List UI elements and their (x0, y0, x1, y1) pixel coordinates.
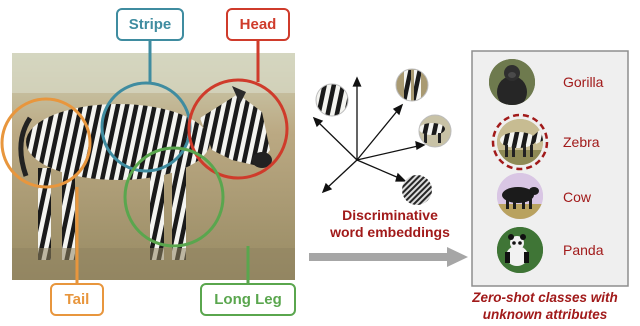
long-leg-label: Long Leg (200, 283, 296, 316)
head-label: Head (226, 8, 290, 41)
flow-arrow (309, 247, 468, 267)
zero-shot-caption: Zero-shot classes with unknown attribute… (450, 289, 640, 323)
embedding-stripe-thumbnail (316, 84, 348, 116)
cow-thumbnail (497, 173, 543, 219)
embedding-leg-thumbnail (396, 69, 428, 102)
zebra-photo (12, 53, 295, 280)
class-label-panda: Panda (563, 242, 603, 258)
tail-label: Tail (50, 283, 104, 316)
class-label-cow: Cow (563, 189, 591, 205)
zero-shot-caption-line1: Zero-shot classes with (450, 289, 640, 306)
embedding-caption: Discriminative word embeddings (320, 207, 460, 241)
embedding-caption-line2: word embeddings (320, 224, 460, 241)
panda-thumbnail (497, 227, 543, 273)
class-label-gorilla: Gorilla (563, 74, 603, 90)
embedding-caption-line1: Discriminative (320, 207, 460, 224)
zero-shot-caption-line2: unknown attributes (450, 306, 640, 323)
stripe-label: Stripe (116, 8, 184, 41)
class-label-zebra: Zebra (563, 134, 600, 150)
embedding-unknown-attribute (402, 175, 432, 205)
embedding-zebra-thumbnail (419, 115, 451, 147)
